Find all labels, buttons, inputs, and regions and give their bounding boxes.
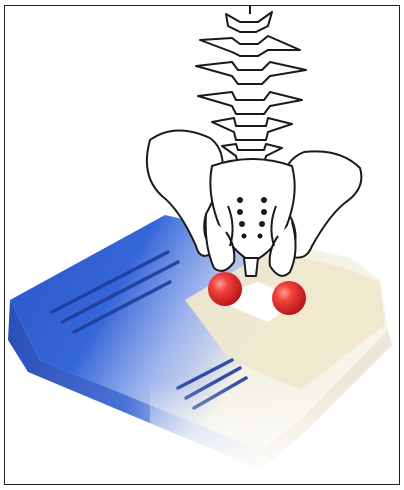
illustration-frame [0, 0, 404, 490]
cushion-illustration [0, 0, 404, 490]
